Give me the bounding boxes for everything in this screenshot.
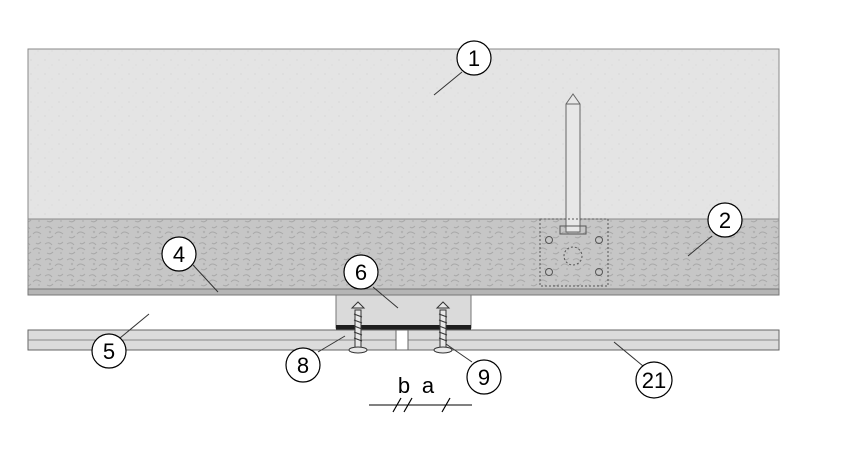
callout-1: 1 [456, 40, 492, 76]
callout-8: 8 [285, 347, 321, 383]
anchor-plate [539, 218, 609, 287]
callout-21-label: 21 [642, 368, 666, 393]
callout-5: 5 [91, 333, 127, 369]
leader-21 [613, 341, 644, 367]
leader-4 [192, 264, 219, 293]
anchor-bolt [565, 93, 581, 233]
concrete-slab [27, 48, 780, 220]
callout-2: 2 [707, 202, 743, 238]
dimension-a-label: a [422, 373, 435, 398]
leader-6 [372, 286, 399, 309]
dimension-b-a: b a [369, 373, 472, 413]
callout-4-label: 4 [173, 242, 185, 267]
leader-1 [433, 71, 463, 96]
callout-4: 4 [161, 236, 197, 272]
leader-2 [687, 235, 713, 257]
leader-5 [119, 313, 150, 339]
callout-8-label: 8 [297, 353, 309, 378]
screw-left [348, 301, 368, 354]
callout-2-label: 2 [719, 208, 731, 233]
leader-8 [317, 335, 346, 353]
callout-9: 9 [466, 359, 502, 395]
callout-6-label: 6 [355, 260, 367, 285]
callout-6: 6 [343, 254, 379, 290]
dimension-b-label: b [398, 373, 410, 398]
callout-9-label: 9 [478, 365, 490, 390]
leader-9 [445, 343, 473, 363]
screw-right [433, 301, 453, 354]
callout-5-label: 5 [103, 339, 115, 364]
callout-1-label: 1 [468, 46, 480, 71]
insulation-layer [27, 218, 780, 290]
profile-rail [27, 329, 780, 351]
callout-21: 21 [635, 361, 673, 399]
bottom-sheet [27, 288, 780, 296]
